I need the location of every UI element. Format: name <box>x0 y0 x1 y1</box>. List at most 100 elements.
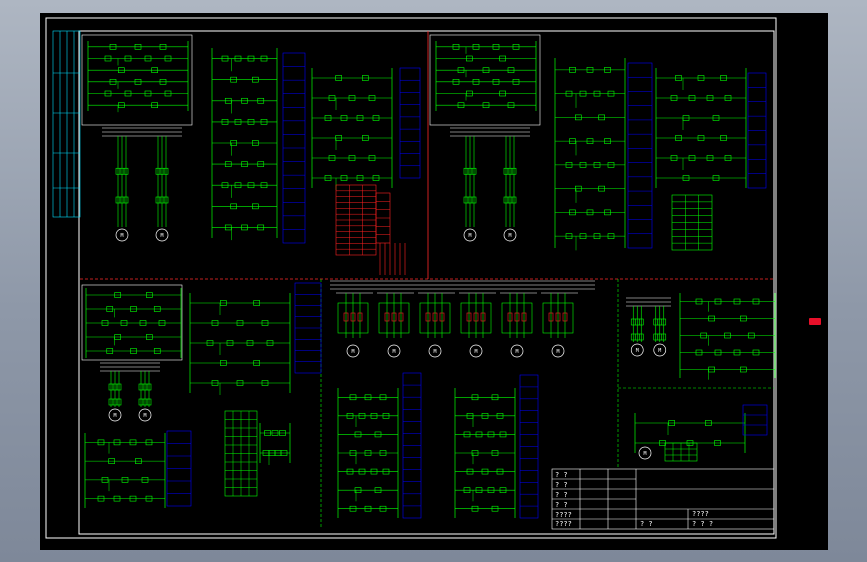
contact <box>134 44 142 50</box>
contact <box>252 76 259 83</box>
contact <box>211 320 219 326</box>
contact <box>252 140 259 146</box>
inner-frame <box>78 30 775 535</box>
contact <box>491 505 499 512</box>
contact <box>565 90 573 97</box>
contact <box>206 340 214 346</box>
breaker <box>146 383 152 391</box>
outer-frame <box>45 17 777 539</box>
contactor <box>146 398 152 406</box>
contactor <box>638 333 644 341</box>
contact <box>714 349 722 356</box>
contactor <box>471 196 477 204</box>
contact <box>496 468 504 475</box>
contact <box>575 185 582 192</box>
contact <box>481 468 489 475</box>
contact <box>113 495 121 502</box>
contact <box>236 320 244 326</box>
contact <box>487 487 495 493</box>
contact <box>688 155 696 161</box>
contact <box>260 182 268 189</box>
fuse <box>480 312 486 322</box>
terminal-strip <box>742 404 768 436</box>
motor-label: M <box>515 349 518 355</box>
contact <box>492 44 500 50</box>
contact <box>604 67 611 73</box>
motor-label: M <box>643 451 646 457</box>
contact <box>714 298 722 305</box>
contact <box>253 360 260 366</box>
contact <box>487 431 495 438</box>
motor-label: M <box>113 413 116 419</box>
contact <box>569 138 576 144</box>
fuse <box>466 312 472 322</box>
contact <box>104 55 112 62</box>
contact <box>670 155 678 161</box>
contact <box>130 306 137 312</box>
contact <box>144 90 152 97</box>
contact <box>280 450 288 456</box>
motor-symbol: M <box>653 343 667 357</box>
contact <box>708 315 715 322</box>
contact <box>733 349 741 356</box>
contact <box>328 155 336 161</box>
motor-symbol: M <box>108 408 122 422</box>
contact <box>482 102 490 108</box>
motor-circle <box>108 408 122 422</box>
contact <box>241 161 248 167</box>
contact <box>512 44 520 50</box>
fuse <box>562 312 568 322</box>
ucs-marker-icon <box>809 318 821 325</box>
fuse <box>432 312 438 322</box>
contact <box>463 487 471 493</box>
contact <box>472 79 480 85</box>
fuse <box>548 312 554 322</box>
motor-label: M <box>468 233 471 239</box>
fuse <box>398 312 404 322</box>
contact <box>586 209 594 216</box>
contact <box>356 115 364 121</box>
contact <box>695 349 703 356</box>
contact <box>569 209 576 216</box>
contact <box>234 182 242 189</box>
breaker <box>661 318 667 326</box>
contact <box>124 55 132 62</box>
control-cabinet <box>81 284 183 361</box>
contact <box>230 203 237 210</box>
contact <box>565 233 573 239</box>
terminal-strip <box>399 67 421 179</box>
contact <box>575 114 582 121</box>
contact <box>257 161 265 167</box>
contact <box>475 431 483 438</box>
motor-symbol: M <box>387 344 401 358</box>
contact <box>220 360 227 366</box>
contact <box>593 162 601 168</box>
fuse <box>507 312 513 322</box>
motor-symbol: M <box>138 408 152 422</box>
contact <box>565 162 573 168</box>
contact <box>113 439 121 446</box>
motor-circle <box>653 343 667 357</box>
contact <box>324 175 332 181</box>
contactor <box>123 196 129 204</box>
contact <box>604 209 611 216</box>
contact <box>688 95 696 101</box>
contact <box>499 55 506 62</box>
contact <box>598 114 605 121</box>
contact <box>257 224 265 231</box>
contact <box>129 495 137 502</box>
motor-circle <box>346 344 360 358</box>
contact <box>362 75 369 81</box>
contact <box>224 161 232 167</box>
contact <box>261 320 269 326</box>
contact <box>101 320 109 326</box>
terminal-strip <box>627 62 653 249</box>
contact <box>724 155 732 161</box>
breaker <box>638 318 644 326</box>
contactor <box>163 196 169 204</box>
contact <box>129 439 137 446</box>
tb-row-4: ? ? <box>555 501 568 509</box>
contact <box>471 450 479 456</box>
tb-row-1: ? ? <box>555 471 568 479</box>
